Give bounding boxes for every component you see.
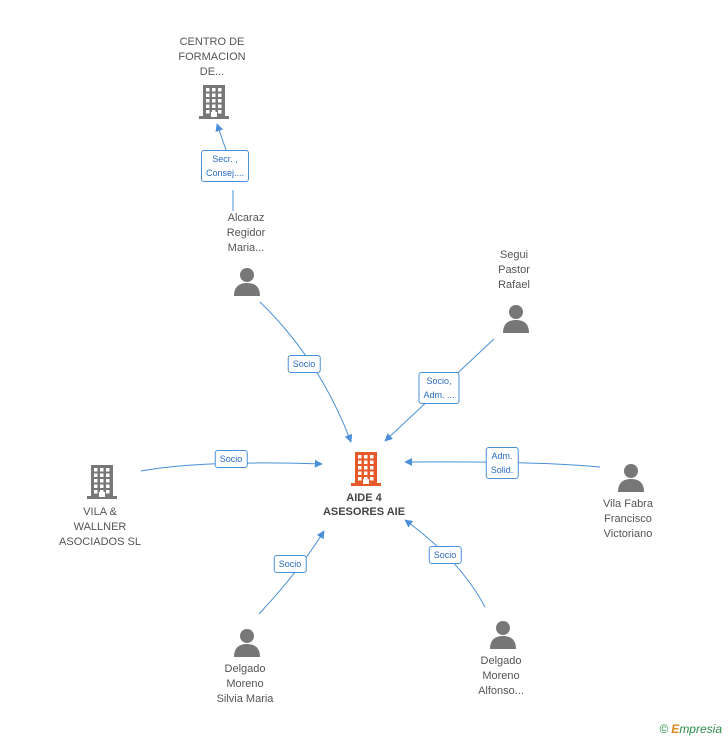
node-label-line: ASOCIADOS SL: [59, 536, 141, 548]
person-icon[interactable]: [488, 619, 518, 654]
node-label-line: Delgado: [224, 663, 266, 675]
relation-label[interactable]: Adm. Solid.: [485, 447, 519, 479]
edge-arrow: [404, 457, 601, 468]
node-label-line: Vila Fabra: [603, 498, 653, 510]
center-label-line: AIDE 4: [346, 492, 382, 504]
node-label-line: DE...: [199, 66, 225, 78]
company-icon[interactable]: [197, 83, 231, 124]
relation-label[interactable]: Socio: [214, 450, 248, 468]
node-label-line: Delgado: [480, 655, 522, 667]
node-label-line: Silvia Maria: [216, 693, 274, 705]
node-label-line: Moreno: [226, 678, 264, 690]
node-label-line: Regidor: [226, 227, 266, 239]
relation-label-line: Adm.: [491, 451, 513, 461]
relation-label[interactable]: Socio: [273, 555, 307, 573]
node-label-line: Francisco: [604, 513, 652, 525]
relation-label[interactable]: Socio, Adm. ...: [418, 372, 460, 404]
relation-label[interactable]: Socio: [287, 355, 321, 373]
node-label-line: Maria...: [227, 242, 265, 254]
relation-label-line: Consej....: [205, 168, 245, 178]
node-label-centro[interactable]: CENTRO DE FORMACION DE...: [178, 35, 245, 80]
center-label-line: ASESORES AIE: [322, 506, 406, 518]
center-company-label[interactable]: AIDE 4 ASESORES AIE: [323, 491, 405, 519]
copyright-symbol: ©: [659, 722, 669, 736]
node-label-line: Pastor: [498, 264, 530, 276]
person-icon[interactable]: [232, 266, 262, 301]
person-icon[interactable]: [232, 627, 262, 662]
node-label-line: VILA &: [83, 506, 117, 518]
brand-initial: E: [671, 722, 680, 736]
relation-label-line: Adm. ...: [423, 390, 455, 400]
node-label-line: Moreno: [482, 670, 520, 682]
relation-label-line: Secr. ,: [212, 154, 238, 164]
edge-arrow: [215, 123, 227, 151]
node-label-line: Alfonso...: [478, 685, 524, 697]
relation-label-line: Socio: [278, 559, 302, 569]
center-company-icon[interactable]: [349, 450, 383, 491]
node-label-line: Victoriano: [603, 528, 653, 540]
node-label-vila-wallner[interactable]: VILA & WALLNER ASOCIADOS SL: [59, 505, 141, 550]
node-label-line: Alcaraz: [227, 212, 265, 224]
relation-label-line: Socio: [433, 550, 457, 560]
person-icon[interactable]: [501, 303, 531, 338]
relation-label-line: Socio: [219, 454, 243, 464]
relation-label[interactable]: Secr. , Consej....: [200, 150, 250, 182]
relation-label-line: Solid.: [490, 465, 514, 475]
node-label-line: WALLNER: [73, 521, 127, 533]
company-icon[interactable]: [85, 463, 119, 504]
node-label-line: Segui: [499, 249, 529, 261]
relation-label[interactable]: Socio: [428, 546, 462, 564]
empresia-brand: ©Empresia: [659, 722, 722, 736]
brand-name: mpresia: [679, 722, 722, 736]
person-icon[interactable]: [616, 462, 646, 497]
node-label-line: CENTRO DE: [179, 36, 245, 48]
relation-label-line: Socio: [292, 359, 316, 369]
relation-label-line: Socio,: [426, 376, 452, 386]
node-label-line: Rafael: [498, 279, 530, 291]
node-label-line: FORMACION: [178, 51, 246, 63]
